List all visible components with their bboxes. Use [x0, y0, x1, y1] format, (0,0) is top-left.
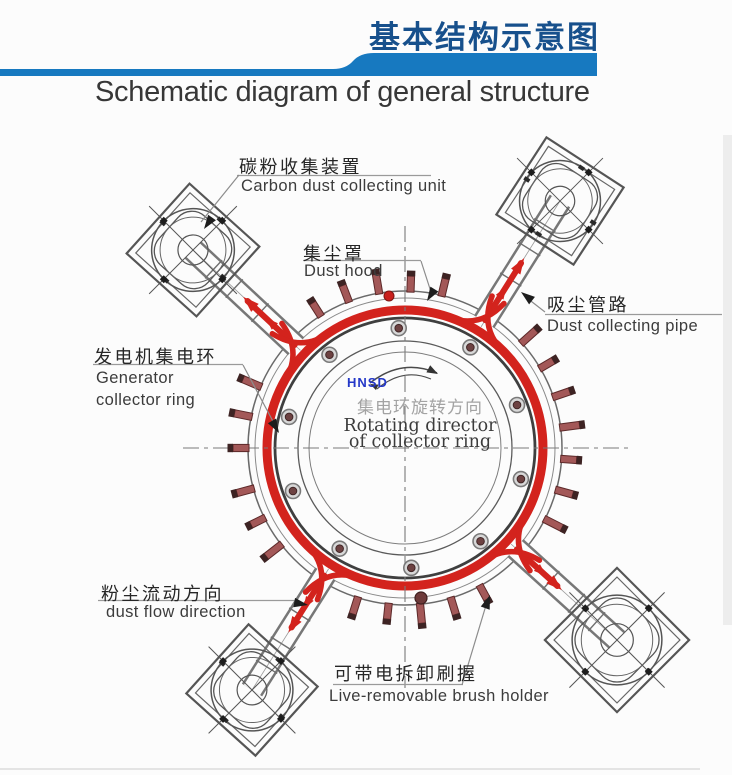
page-title-en: Schematic diagram of general structure — [95, 76, 590, 108]
dust-collecting-unit — [494, 135, 626, 267]
page-title-zh: 基本结构示意图 — [369, 20, 600, 55]
